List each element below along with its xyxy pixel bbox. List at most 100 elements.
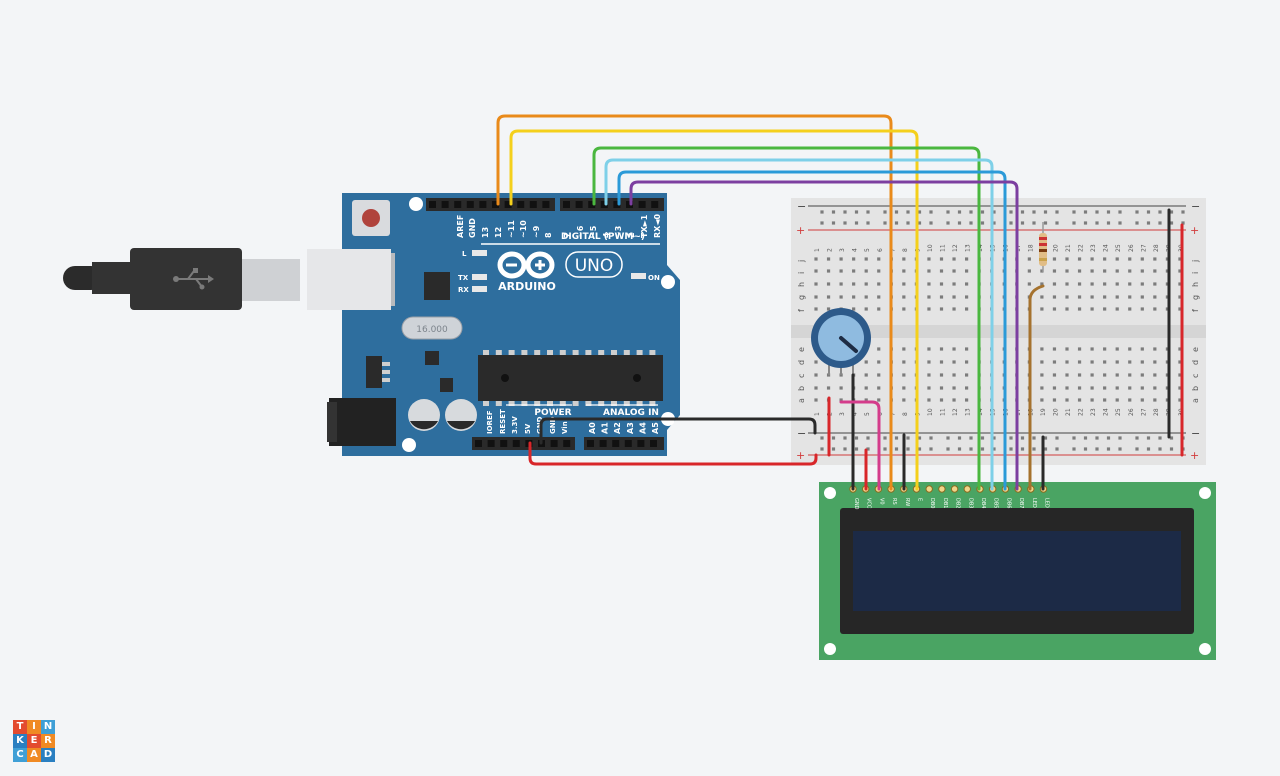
breadboard-hole[interactable] [1077,360,1082,364]
breadboard-hole[interactable] [952,386,956,390]
breadboard-hole[interactable] [965,398,969,402]
rail-hole[interactable] [929,210,933,214]
breadboard-hole[interactable] [1027,282,1031,286]
breadboard-hole[interactable] [952,373,956,377]
breadboard-hole[interactable] [1065,282,1069,286]
rail-hole[interactable] [1181,221,1185,225]
breadboard-hole[interactable] [1103,295,1107,299]
breadboard-hole[interactable] [952,398,956,402]
header-socket[interactable] [612,440,620,447]
breadboard-hole[interactable] [1052,360,1057,364]
rail-hole[interactable] [883,436,887,440]
rail-hole[interactable] [917,436,922,440]
wire-pink-v0[interactable] [839,400,881,491]
breadboard-hole[interactable] [939,282,944,286]
breadboard-hole[interactable] [939,307,944,311]
breadboard-hole[interactable] [1027,269,1031,273]
breadboard-hole[interactable] [1077,347,1082,351]
usb-cable[interactable] [63,248,300,310]
breadboard-hole[interactable] [1103,347,1107,351]
breadboard-hole[interactable] [1140,257,1144,261]
header-socket[interactable] [504,201,512,208]
breadboard-hole[interactable] [826,386,831,390]
breadboard-hole[interactable] [1052,257,1057,261]
rail-hole[interactable] [1118,447,1122,451]
rail-hole[interactable] [1020,447,1025,451]
breadboard-hole[interactable] [1128,386,1132,390]
breadboard-hole[interactable] [1040,373,1044,377]
header-socket[interactable] [575,201,583,208]
rail-hole[interactable] [957,447,962,451]
breadboard-hole[interactable] [952,295,956,299]
breadboard-hole[interactable] [1115,295,1119,299]
breadboard-hole[interactable] [826,295,831,299]
breadboard-hole[interactable] [877,386,881,390]
rail-hole[interactable] [946,447,950,451]
rail-hole[interactable] [1169,210,1174,214]
breadboard-hole[interactable] [1115,269,1119,273]
breadboard-hole[interactable] [1052,295,1057,299]
breadboard-hole[interactable] [927,295,931,299]
breadboard-hole[interactable] [864,373,868,377]
rail-hole[interactable] [1083,221,1088,225]
breadboard-hole[interactable] [1165,282,1169,286]
breadboard-hole[interactable] [1090,386,1094,390]
breadboard-hole[interactable] [852,269,856,273]
wire-yellow[interactable] [509,129,919,491]
rail-hole[interactable] [1072,210,1076,214]
breadboard-hole[interactable] [965,360,969,364]
breadboard-hole[interactable] [965,269,969,273]
breadboard-hole[interactable] [864,295,868,299]
breadboard-hole[interactable] [1140,307,1144,311]
rail-hole[interactable] [992,436,996,440]
breadboard-hole[interactable] [877,398,881,402]
breadboard-hole[interactable] [965,257,969,261]
rail-hole[interactable] [946,221,950,225]
breadboard-hole[interactable] [1040,347,1044,351]
breadboard-hole[interactable] [1065,295,1069,299]
rail-hole[interactable] [1032,210,1036,214]
rail-hole[interactable] [1095,436,1099,440]
breadboard-hole[interactable] [1103,269,1107,273]
breadboard-hole[interactable] [1140,386,1144,390]
breadboard-hole[interactable] [965,307,969,311]
rail-hole[interactable] [1118,221,1122,225]
rail-hole[interactable] [1020,210,1025,214]
header-socket[interactable] [624,440,632,447]
breadboard-hole[interactable] [1165,398,1169,402]
breadboard-hole[interactable] [927,398,931,402]
breadboard-hole[interactable] [939,347,944,351]
rail-hole[interactable] [946,436,950,440]
breadboard-hole[interactable] [1128,269,1132,273]
rail-hole[interactable] [929,221,933,225]
rail-hole[interactable] [992,221,996,225]
rail-hole[interactable] [1043,447,1048,451]
breadboard-hole[interactable] [927,386,931,390]
rail-hole[interactable] [1083,210,1088,214]
wire-purple[interactable] [629,180,1019,491]
breadboard-hole[interactable] [1040,360,1044,364]
wires[interactable] [496,114,1184,491]
breadboard-hole[interactable] [1090,282,1094,286]
lcd-pin[interactable] [963,485,971,493]
wire-light-blue[interactable] [604,158,994,491]
breadboard-hole[interactable] [1140,282,1144,286]
breadboard-hole[interactable] [814,360,818,364]
breadboard-hole[interactable] [877,360,881,364]
breadboard-hole[interactable] [1178,386,1182,390]
breadboard-hole[interactable] [1040,398,1044,402]
rail-hole[interactable] [894,221,899,225]
rail-hole[interactable] [866,436,870,440]
header-socket[interactable] [466,201,474,208]
breadboard-hole[interactable] [965,347,969,351]
rail-hole[interactable] [917,221,922,225]
breadboard-hole[interactable] [1115,282,1119,286]
breadboard-hole[interactable] [939,257,944,261]
breadboard-hole[interactable] [1040,269,1044,273]
rail-hole[interactable] [1135,436,1139,440]
breadboard-hole[interactable] [814,295,818,299]
breadboard-hole[interactable] [1052,373,1057,377]
breadboard-hole[interactable] [1115,347,1119,351]
rail-hole[interactable] [894,210,899,214]
